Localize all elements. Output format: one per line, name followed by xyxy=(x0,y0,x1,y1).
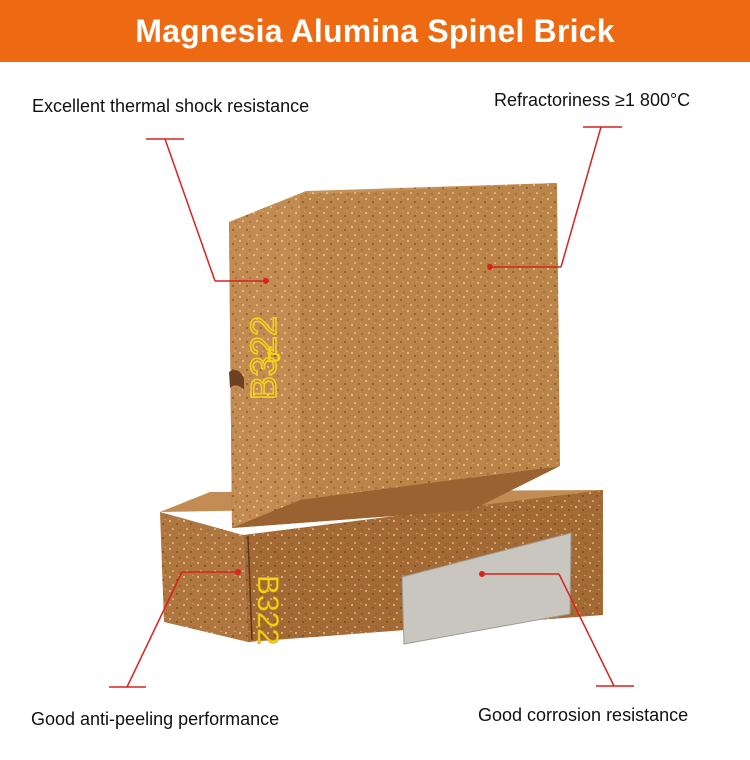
lower-brick-marking: B322 xyxy=(251,575,284,645)
lower-brick: B322 xyxy=(160,490,603,645)
feature-anti-peeling: Good anti-peeling performance xyxy=(31,709,280,729)
callout-dots xyxy=(235,264,493,577)
page-title: Magnesia Alumina Spinel Brick xyxy=(135,12,615,49)
callout-lines xyxy=(109,126,634,688)
brick-label-plate xyxy=(401,532,572,645)
svg-text:ь: ь xyxy=(266,336,282,369)
title-banner: Magnesia Alumina Spinel Brick xyxy=(0,0,750,62)
feature-corrosion: Good corrosion resistance xyxy=(478,705,689,725)
upper-brick: ь B322 xyxy=(229,183,560,528)
feature-refractoriness: Refractoriness ≥1 800°C xyxy=(494,90,691,110)
feature-thermal-shock: Excellent thermal shock resistance xyxy=(32,96,310,116)
upper-brick-marking: B322 xyxy=(243,316,284,400)
